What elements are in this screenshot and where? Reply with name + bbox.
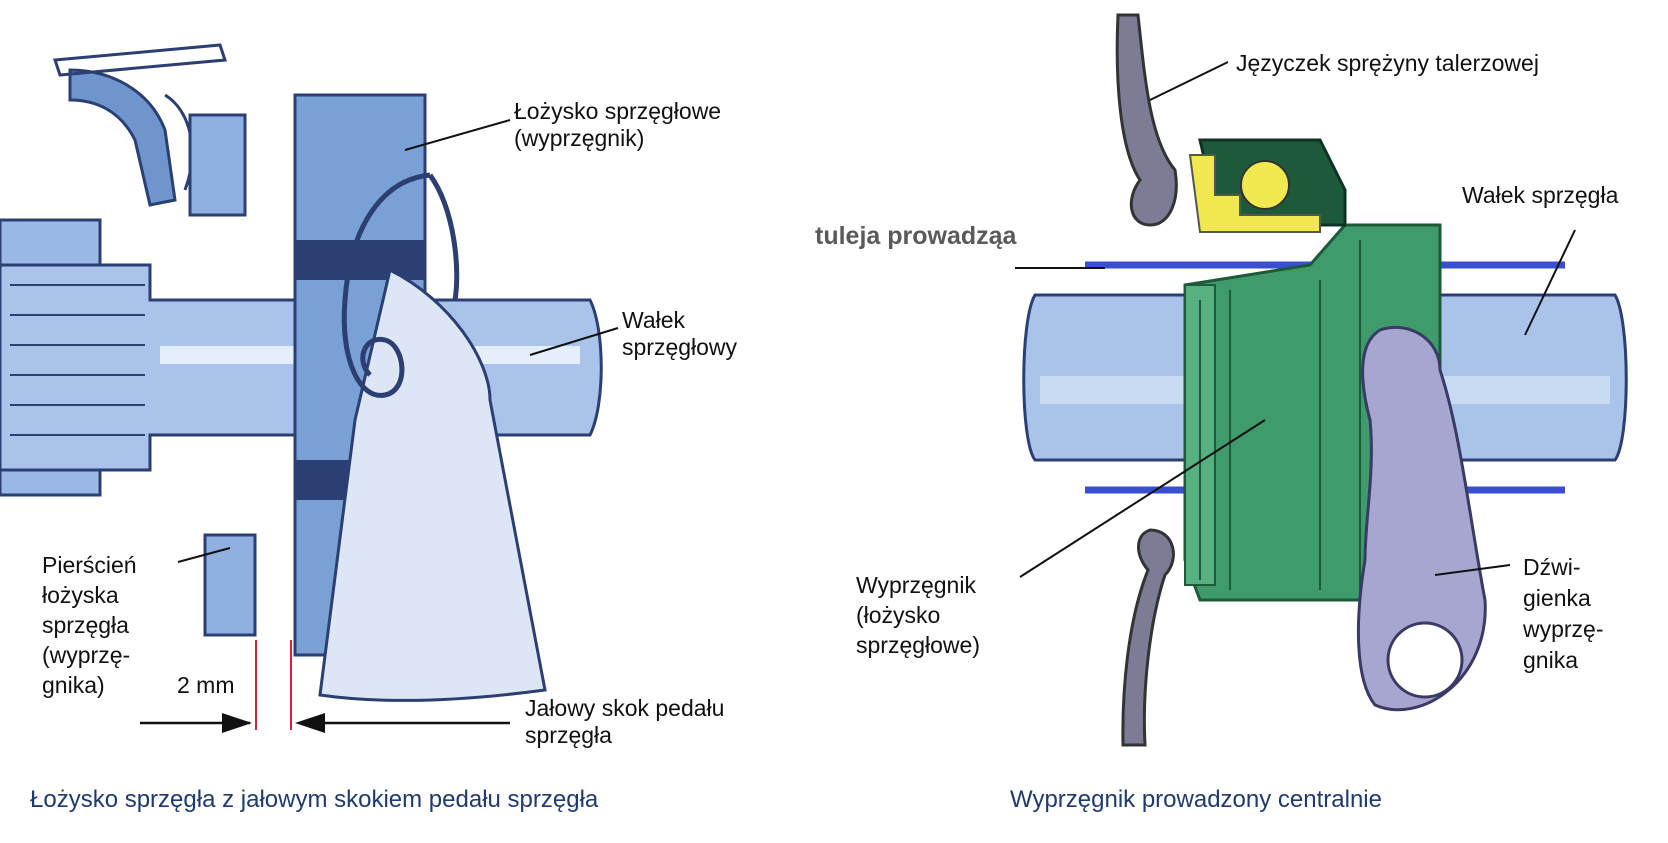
shaft-splines xyxy=(10,284,145,436)
leader-bearing xyxy=(404,119,511,151)
left-caption: Łożysko sprzęgła z jałowym skokiem pedał… xyxy=(30,786,599,813)
label-line: sprzęgłowe) xyxy=(856,632,980,658)
release-fork-paddle xyxy=(318,267,547,702)
label-line: łożyska xyxy=(42,582,119,608)
spring-clip-right xyxy=(427,173,460,301)
label-line: (łożysko xyxy=(856,602,941,628)
bearing-ring-block xyxy=(203,533,257,637)
leader-release-lever xyxy=(1434,564,1511,576)
spring-clip xyxy=(341,172,431,398)
label-line: Wyprzęgnik xyxy=(856,572,976,598)
release-lever xyxy=(1356,325,1487,712)
right-clutch-diagram xyxy=(1015,13,1628,747)
fork-block-top xyxy=(188,113,247,217)
leader-shaft xyxy=(529,327,619,356)
gap-arrow-left-head xyxy=(222,713,252,733)
label-line: (wyprzęgnik) xyxy=(514,125,645,151)
bearing-yellow-ring xyxy=(1188,154,1321,233)
label-gap: 2 mm xyxy=(177,672,235,698)
label-line: (wyprzę- xyxy=(42,642,131,668)
bearing-ribs xyxy=(1199,240,1361,590)
diaphragm-spring-tongue-upper xyxy=(1115,13,1178,227)
label-release-bearing: Łożysko sprzęgłowe (wyprzęgnik) xyxy=(514,98,721,152)
diaphragm-spring-tongue-lower xyxy=(1121,528,1175,747)
leader-shaft-right xyxy=(1524,229,1576,336)
label-line: Dźwi- xyxy=(1523,554,1581,580)
label-release-lever: Dźwi- gienka wyprzę- gnika xyxy=(1523,552,1604,676)
label-line: sprzęgłowy xyxy=(622,334,738,360)
leader-spring-tongue xyxy=(1149,61,1229,101)
label-guide-sleeve: tuleja prowadząa xyxy=(815,222,1017,250)
label-line: Jałowy skok pedału xyxy=(525,695,725,721)
label-line: gnika) xyxy=(42,672,105,698)
label-spring-tongue: Języczek sprężyny talerzowej xyxy=(1236,50,1539,76)
release-lever-hole xyxy=(1386,621,1464,699)
label-bearing-ring: Pierścień łożyska sprzęgła (wyprzę- gnik… xyxy=(42,550,137,700)
label-clutch-shaft-right: Wałek sprzęgła xyxy=(1462,182,1619,208)
fork-arm xyxy=(68,68,177,207)
right-caption: Wyprzęgnik prowadzony centralnie xyxy=(1010,786,1382,813)
label-line: Pierścień xyxy=(42,552,137,578)
label-line: sprzęgła xyxy=(525,722,612,748)
label-free-travel: Jałowy skok pedału sprzęgła xyxy=(525,695,724,749)
label-release-bearing-right: Wyprzęgnik (łożysko sprzęgłowe) xyxy=(856,570,980,660)
label-line: Łożysko sprzęgłowe xyxy=(514,98,722,124)
gap-arrow-right-head xyxy=(295,713,325,733)
label-line: sprzęgła xyxy=(42,612,129,638)
leader-ring xyxy=(177,547,231,563)
leader-release-bearing xyxy=(1019,419,1266,578)
label-line: Wałek xyxy=(622,307,686,333)
left-clutch-diagram xyxy=(0,43,619,733)
bearing-ball xyxy=(1240,160,1290,210)
bearing-dark-band-upper xyxy=(295,240,425,280)
label-clutch-shaft: Wałek sprzęgłowy xyxy=(622,307,737,361)
label-line: gienka xyxy=(1523,585,1591,611)
label-line: gnika xyxy=(1523,647,1578,673)
label-line: wyprzę- xyxy=(1523,616,1604,642)
